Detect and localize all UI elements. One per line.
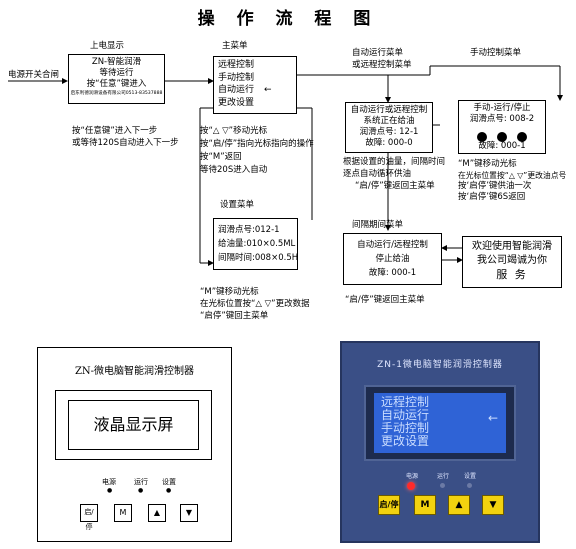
panel-title: ZN-微电脑智能润滑控制器 — [74, 366, 195, 377]
start-stop-button[interactable]: 启/停 — [80, 504, 98, 531]
indicator-label: 设置 — [464, 473, 477, 480]
settings-box: 润滑点号:012-1 给油量:010×0.5ML 间隔时间:008×0.5H — [213, 218, 298, 270]
boot-note: 或等待120S自动进入下一步 — [72, 138, 179, 148]
main-menu-item[interactable]: 更改设置 — [218, 97, 255, 108]
dot-icon — [497, 132, 507, 142]
dot-icon — [517, 132, 527, 142]
main-menu-note: 等待20S进入自动 — [200, 165, 268, 175]
welcome-line: 欢迎使用智能润滑 — [472, 241, 552, 252]
panel-photo-title: ZN-1微电脑智能润滑控制器 — [377, 360, 503, 370]
page-title: 操 作 流 程 图 — [197, 9, 379, 29]
boot-line: 按“任意”键进入 — [86, 79, 147, 89]
main-menu-note: 按“△ ▽”移动光标 — [200, 126, 268, 136]
main-menu-item[interactable]: 自动运行 ← — [218, 84, 296, 97]
led-icon: ● — [138, 487, 144, 494]
lcd-display: 远程控制 自动运行 手动控制 更改设置 ← — [374, 393, 506, 453]
setting-led-icon — [467, 483, 472, 488]
indicator-label: 设置 — [162, 478, 176, 486]
manual-menu-box: 手动-运行/停止 润滑点号: 008-2 故障: 000-1 — [458, 100, 546, 154]
lcd-frame: 液晶显示屏 — [55, 390, 212, 460]
auto-menu-note: “启/停”键返回主菜单 — [355, 181, 435, 191]
boot-line: ZN-智能润滑 — [91, 57, 142, 67]
indicator-label: 电源 — [102, 478, 116, 486]
controller-panel-drawing: ZN-微电脑智能润滑控制器 液晶显示屏 电源 运行 设置 ● ● ● 启/停 M… — [37, 347, 232, 542]
manual-menu-line: 润滑点号: 008-2 — [469, 114, 535, 124]
interval-menu-line: 停止给油 — [375, 254, 410, 264]
up-button[interactable]: ▲ — [448, 495, 470, 515]
settings-line: 间隔时间:008×0.5H — [218, 253, 299, 263]
main-menu-item-label: 自动运行 — [218, 85, 255, 95]
controller-panel-photo: ZN-1微电脑智能润滑控制器 远程控制 自动运行 手动控制 更改设置 ← 电源 … — [340, 341, 540, 543]
settings-note: 在光标位置按“△ ▽”更改数据 — [200, 299, 310, 309]
led-icon: ● — [166, 487, 172, 494]
m-button[interactable]: M — [414, 495, 436, 515]
indicator-label: 运行 — [437, 473, 450, 480]
power-led-icon — [407, 482, 415, 490]
led-icon: ● — [107, 487, 113, 494]
auto-menu-note: 根据设置的油量，间隔时间 — [343, 157, 446, 167]
lcd-line: 手动控制 — [381, 421, 430, 435]
settings-note: “M”键移动光标 — [200, 287, 259, 297]
main-menu-item[interactable]: 远程控制 — [218, 60, 255, 70]
auto-menu-note: 逐点自动循环供油 — [343, 169, 412, 179]
auto-menu-line: 润滑点号: 12-1 — [359, 127, 419, 137]
interval-menu-note: “启/停”键返回主菜单 — [345, 295, 425, 305]
welcome-line: 服 务 — [496, 268, 528, 281]
indicator-label: 运行 — [134, 478, 148, 486]
interval-menu-heading: 间隔期间菜单 — [352, 220, 404, 230]
boot-heading: 上电显示 — [90, 41, 125, 51]
main-menu-heading: 主菜单 — [222, 41, 248, 51]
lcd-line: 远程控制 — [381, 395, 430, 409]
main-menu-item[interactable]: 手动控制 — [218, 72, 255, 83]
interval-menu-box: 自动运行/远程控制 停止给油 故障: 000-1 — [343, 233, 442, 285]
settings-line: 润滑点号:012-1 — [218, 225, 280, 235]
settings-heading: 设置菜单 — [220, 200, 255, 210]
settings-line: 给油量:010×0.5ML — [218, 239, 296, 249]
main-menu-note: 按“M”返回 — [200, 152, 242, 162]
lcd-bezel: 远程控制 自动运行 手动控制 更改设置 ← — [364, 385, 516, 461]
start-stop-button[interactable]: 启/停 — [378, 495, 400, 515]
lcd-line: 自动运行 — [381, 408, 430, 422]
up-button[interactable]: ▲ — [148, 504, 166, 522]
settings-note: “启停”键回主菜单 — [200, 311, 269, 321]
indicator-label: 电源 — [406, 473, 419, 480]
main-menu-note: 按“启/停”指向光标指向的操作 — [200, 139, 314, 149]
welcome-box: 欢迎使用智能润滑 我公司竭诚为你 服 务 — [462, 236, 562, 288]
boot-display-box: ZN-智能润滑 等待运行 按“任意”键进入 启东利德润滑设备有限公司0513-8… — [68, 54, 165, 104]
main-menu-box: 远程控制 手动控制 自动运行 ← 更改设置 — [213, 56, 297, 114]
manual-menu-line: 手动-运行/停止 — [473, 103, 531, 113]
auto-menu-heading: 自动运行菜单 — [352, 48, 404, 58]
auto-menu-line: 自动运行或远程控制 — [350, 105, 428, 115]
boot-line: 等待运行 — [99, 68, 134, 78]
auto-menu-heading: 或远程控制菜单 — [352, 60, 412, 70]
boot-footer: 启东利德润滑设备有限公司0513-83537888 — [70, 91, 163, 96]
auto-menu-box: 自动运行或远程控制 系统正在给油 润滑点号: 12-1 故障: 000-0 — [345, 102, 433, 153]
manual-menu-note: 在光标位置按“△ ▽”更改油点号 — [458, 171, 567, 180]
manual-progress-dots — [459, 125, 545, 142]
dot-icon — [477, 132, 487, 142]
run-led-icon — [440, 483, 445, 488]
auto-menu-line: 系统正在给油 — [363, 116, 415, 126]
manual-menu-heading: 手动控制菜单 — [470, 48, 522, 58]
cursor-arrow-icon: ← — [264, 85, 272, 95]
manual-menu-note: 按‘启停’键6S返回 — [458, 192, 526, 202]
lcd-line: 更改设置 — [381, 434, 430, 448]
auto-menu-line: 故障: 000-0 — [365, 138, 413, 148]
interval-menu-line: 故障: 000-1 — [368, 268, 417, 278]
lcd-cursor-arrow-icon: ← — [487, 411, 498, 425]
power-switch-label: 电源开关合闸 — [8, 70, 60, 80]
down-button[interactable]: ▼ — [180, 504, 198, 522]
down-button[interactable]: ▼ — [482, 495, 504, 515]
manual-menu-note: 按‘启停’键供油一次 — [458, 181, 532, 191]
manual-menu-line: 故障: 000-1 — [478, 141, 526, 151]
boot-note: 按“任意键”进入下一步 — [72, 126, 158, 136]
welcome-line: 我公司竭诚为你 — [477, 255, 547, 266]
interval-menu-line: 自动运行/远程控制 — [357, 240, 428, 250]
m-button[interactable]: M — [114, 504, 132, 522]
lcd-screen-label: 液晶显示屏 — [68, 400, 199, 450]
manual-menu-note: “M”键移动光标 — [458, 159, 517, 169]
